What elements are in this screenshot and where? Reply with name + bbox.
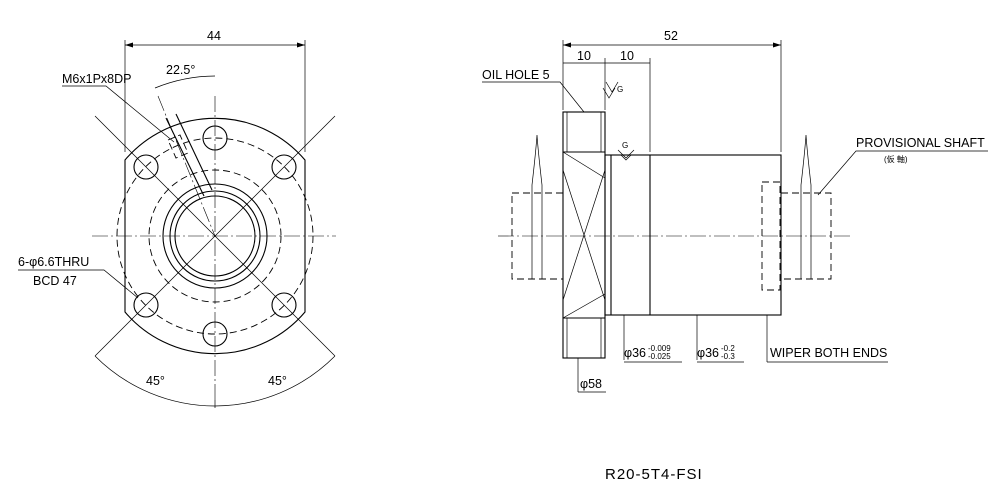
flange-outline (124, 117, 306, 355)
nut-body (604, 154, 782, 316)
dia-flange-label: φ58 (580, 377, 602, 391)
bcd-label: BCD 47 (33, 274, 77, 288)
oil-hole-edge (175, 113, 213, 191)
finish-mark-2-label: G (622, 141, 628, 150)
dia-body-label: φ36 (624, 346, 646, 360)
bolt-hole (133, 154, 159, 180)
dia-body2-label: φ36 (697, 346, 719, 360)
tap-leader (62, 85, 175, 143)
front-view: 22.5° 44 M6x1Px8DP 6-φ6.6THRU BCD 47 45°… (18, 29, 336, 408)
dia-body-lower: -0.025 (648, 352, 671, 361)
dim-length-label: 52 (664, 29, 678, 43)
dim-shoulder-label: 10 (620, 49, 634, 63)
arrow (563, 42, 571, 48)
wiper-label: WIPER BOTH ENDS (770, 346, 887, 360)
shaft-label-jp: (仮 軸) (884, 154, 908, 164)
shaft-label: PROVISIONAL SHAFT (856, 136, 985, 150)
arrow (125, 42, 133, 48)
arrow (773, 42, 781, 48)
bolt-hole (133, 292, 159, 318)
finish-mark-2 (617, 149, 635, 161)
hole-leader (18, 269, 139, 299)
oil-hole-axis (157, 95, 216, 237)
drawing-title: R20-5T4-FSI (605, 466, 703, 483)
shaft-tip-left (531, 134, 543, 193)
oil-hole-leader (482, 81, 585, 113)
shaft-leader (817, 150, 988, 196)
hole-label: 6-φ6.6THRU (18, 255, 89, 269)
dim-flange-label: 10 (577, 49, 591, 63)
tap-label: M6x1Px8DP (62, 72, 131, 86)
finish-mark-1 (602, 81, 619, 99)
dia-body2-upper: -0.2 (721, 344, 735, 353)
shaft-hidden-left (511, 192, 564, 280)
arrow (297, 42, 305, 48)
dia-body2-lower: -0.3 (721, 352, 735, 361)
thread-line (562, 151, 606, 179)
thread-line (562, 293, 606, 319)
angle-oil-label: 22.5° (166, 63, 195, 77)
shaft-hidden-right (780, 192, 832, 280)
dim-width-label: 44 (207, 29, 221, 43)
wiper-hidden (761, 181, 781, 291)
oil-hole-edge (165, 117, 205, 197)
bolt-hole (271, 292, 297, 318)
dia-body-upper: -0.009 (648, 344, 671, 353)
bolt-hole (271, 154, 297, 180)
oil-hole-label: OIL HOLE 5 (482, 68, 550, 82)
finish-mark-1-label: G (617, 85, 623, 94)
angle-arc-oil (154, 75, 216, 89)
side-view: 52 10 10 OIL HOLE 5 G G PROVISIONAL SHAF… (482, 29, 988, 393)
thread-line (562, 169, 606, 301)
shaft-tip-right (800, 134, 812, 193)
angle-left-label: 45° (146, 374, 165, 388)
angle-right-label: 45° (268, 374, 287, 388)
